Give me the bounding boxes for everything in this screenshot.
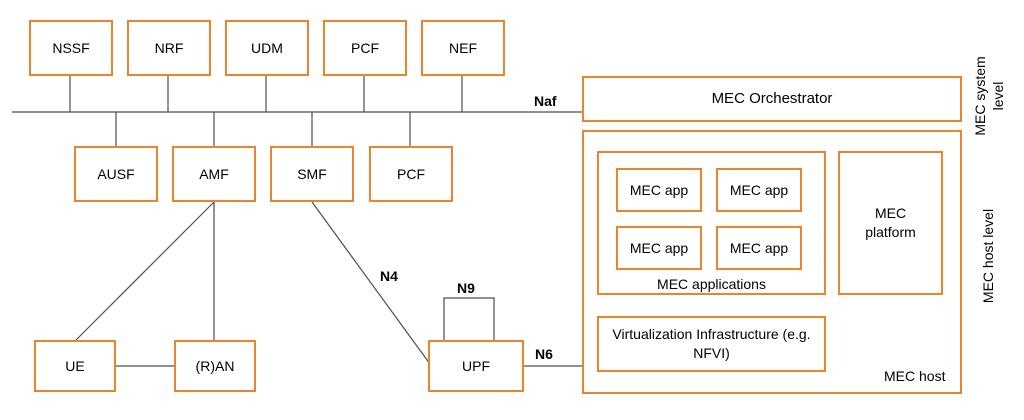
mec-app-label: MEC app (629, 181, 689, 198)
n9-interface-label: N9 (457, 280, 475, 296)
mec-orchestrator-box: MEC Orchestrator (582, 76, 962, 122)
pcf-bottom-label: PCF (397, 165, 425, 182)
mec-app-label: MEC app (629, 239, 689, 256)
ausf-box: AUSF (74, 146, 158, 202)
n6-interface-label: N6 (535, 346, 553, 362)
mec-orchestrator-label: MEC Orchestrator (711, 89, 833, 107)
naf-interface-label: Naf (534, 93, 557, 109)
mec-app-label: MEC app (729, 181, 789, 198)
ue-box: UE (34, 340, 116, 392)
nssf-box: NSSF (29, 20, 113, 76)
ausf-label: AUSF (97, 165, 135, 182)
mec-app-box: MEC app (616, 168, 702, 212)
udm-box: UDM (225, 20, 309, 76)
nrf-box: NRF (127, 20, 211, 76)
mec-host-level-label: MEC host level (980, 208, 996, 304)
mec-platform-label: MEC platform (865, 205, 916, 240)
ue-label: UE (65, 357, 85, 374)
mec-system-level-label: MEC system level (972, 56, 1006, 136)
amf-label: AMF (199, 165, 229, 182)
amf-box: AMF (172, 146, 256, 202)
ran-label: (R)AN (195, 357, 235, 374)
amf-ue-link (75, 201, 215, 341)
pcf-bottom-box: PCF (369, 146, 453, 202)
virtualization-infrastructure-label: Virtualization Infrastructure (e.g. NFVI… (612, 326, 811, 361)
nssf-label: NSSF (52, 39, 90, 56)
mec-app-box: MEC app (716, 226, 802, 270)
mec-app-box: MEC app (716, 168, 802, 212)
udm-label: UDM (251, 39, 283, 56)
n9-loop (443, 297, 495, 340)
n4-link (311, 201, 431, 365)
ran-box: (R)AN (174, 340, 256, 392)
upf-box: UPF (428, 340, 524, 392)
nef-label: NEF (449, 39, 477, 56)
nrf-label: NRF (154, 39, 184, 56)
mec-applications-label: MEC applications (657, 276, 766, 292)
n4-interface-label: N4 (380, 268, 398, 284)
smf-label: SMF (297, 165, 327, 182)
upf-label: UPF (462, 357, 490, 374)
mec-host-label: MEC host (884, 368, 946, 384)
nef-box: NEF (421, 20, 505, 76)
virtualization-infrastructure-box: Virtualization Infrastructure (e.g. NFVI… (597, 316, 826, 372)
pcf-top-label: PCF (351, 39, 379, 56)
smf-box: SMF (270, 146, 354, 202)
mec-app-label: MEC app (729, 239, 789, 256)
pcf-top-box: PCF (323, 20, 407, 76)
mec-app-box: MEC app (616, 226, 702, 270)
mec-platform-box: MEC platform (838, 151, 943, 295)
